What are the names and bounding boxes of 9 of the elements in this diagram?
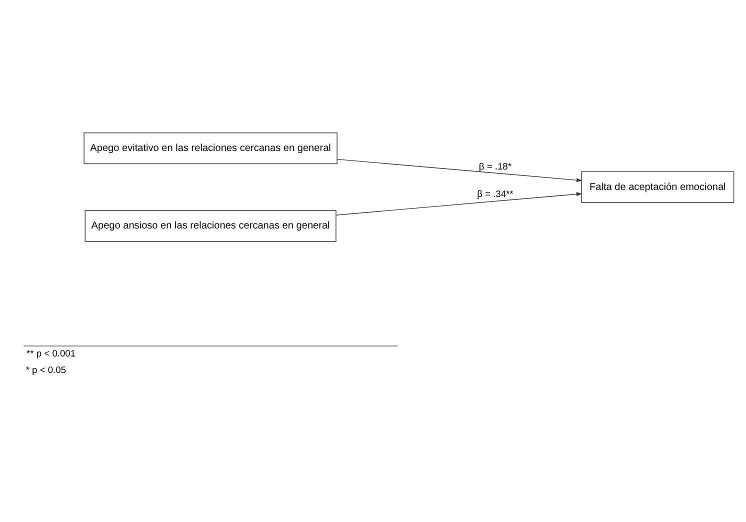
arrow <box>336 158 582 182</box>
label: * p < 0.05 <box>26 364 66 375</box>
node-box: Falta de aceptación emocional <box>581 171 734 203</box>
arrow <box>336 192 582 216</box>
node-box: Apego ansioso en las relaciones cercanas en general <box>84 210 336 242</box>
label: ** p < 0.001 <box>26 348 76 358</box>
node-box: Apego evitativo en las relaciones cercanas en general <box>84 132 338 164</box>
edge-label: β = .18* <box>478 161 512 172</box>
edge-label: β = .34** <box>477 188 514 199</box>
